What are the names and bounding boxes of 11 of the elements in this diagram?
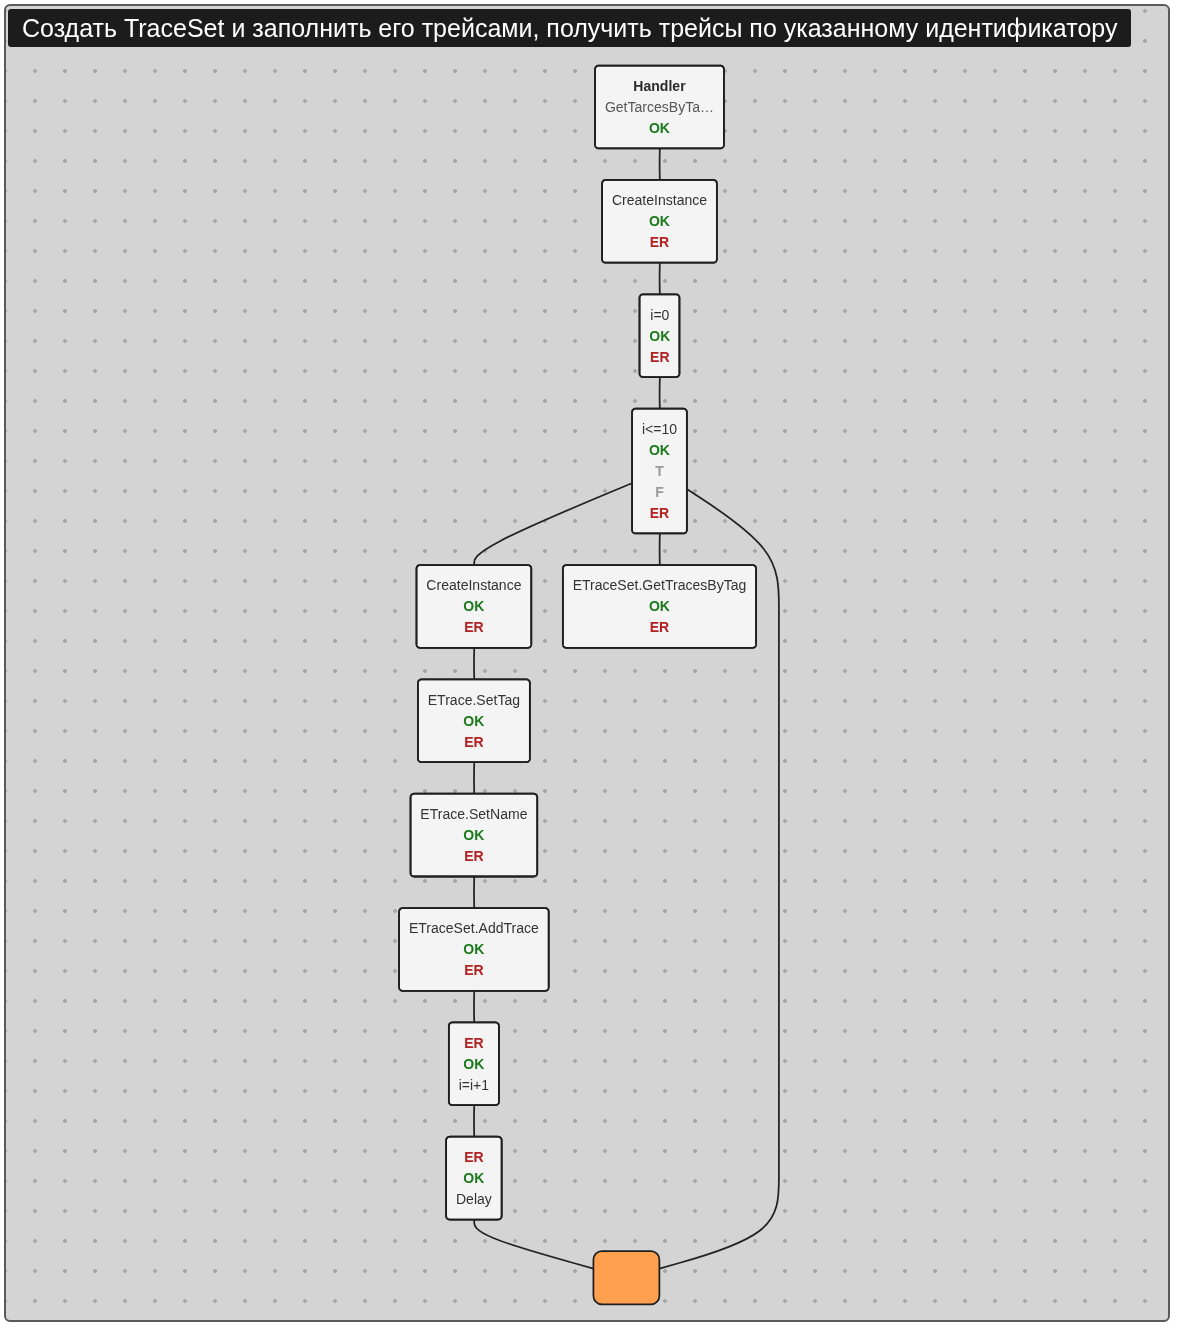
connector (658, 376, 661, 410)
connector (473, 875, 476, 910)
connector (658, 262, 661, 296)
connector (473, 990, 476, 1024)
node-box (592, 1250, 661, 1306)
connector (658, 488, 780, 1270)
connector (473, 647, 476, 681)
diagram-title: Создать TraceSet и заполнить его трейсами, получить трейсы по указанному идентификатору (8, 9, 1132, 47)
connector (473, 1104, 476, 1138)
connector (658, 532, 661, 567)
connector (473, 761, 476, 795)
